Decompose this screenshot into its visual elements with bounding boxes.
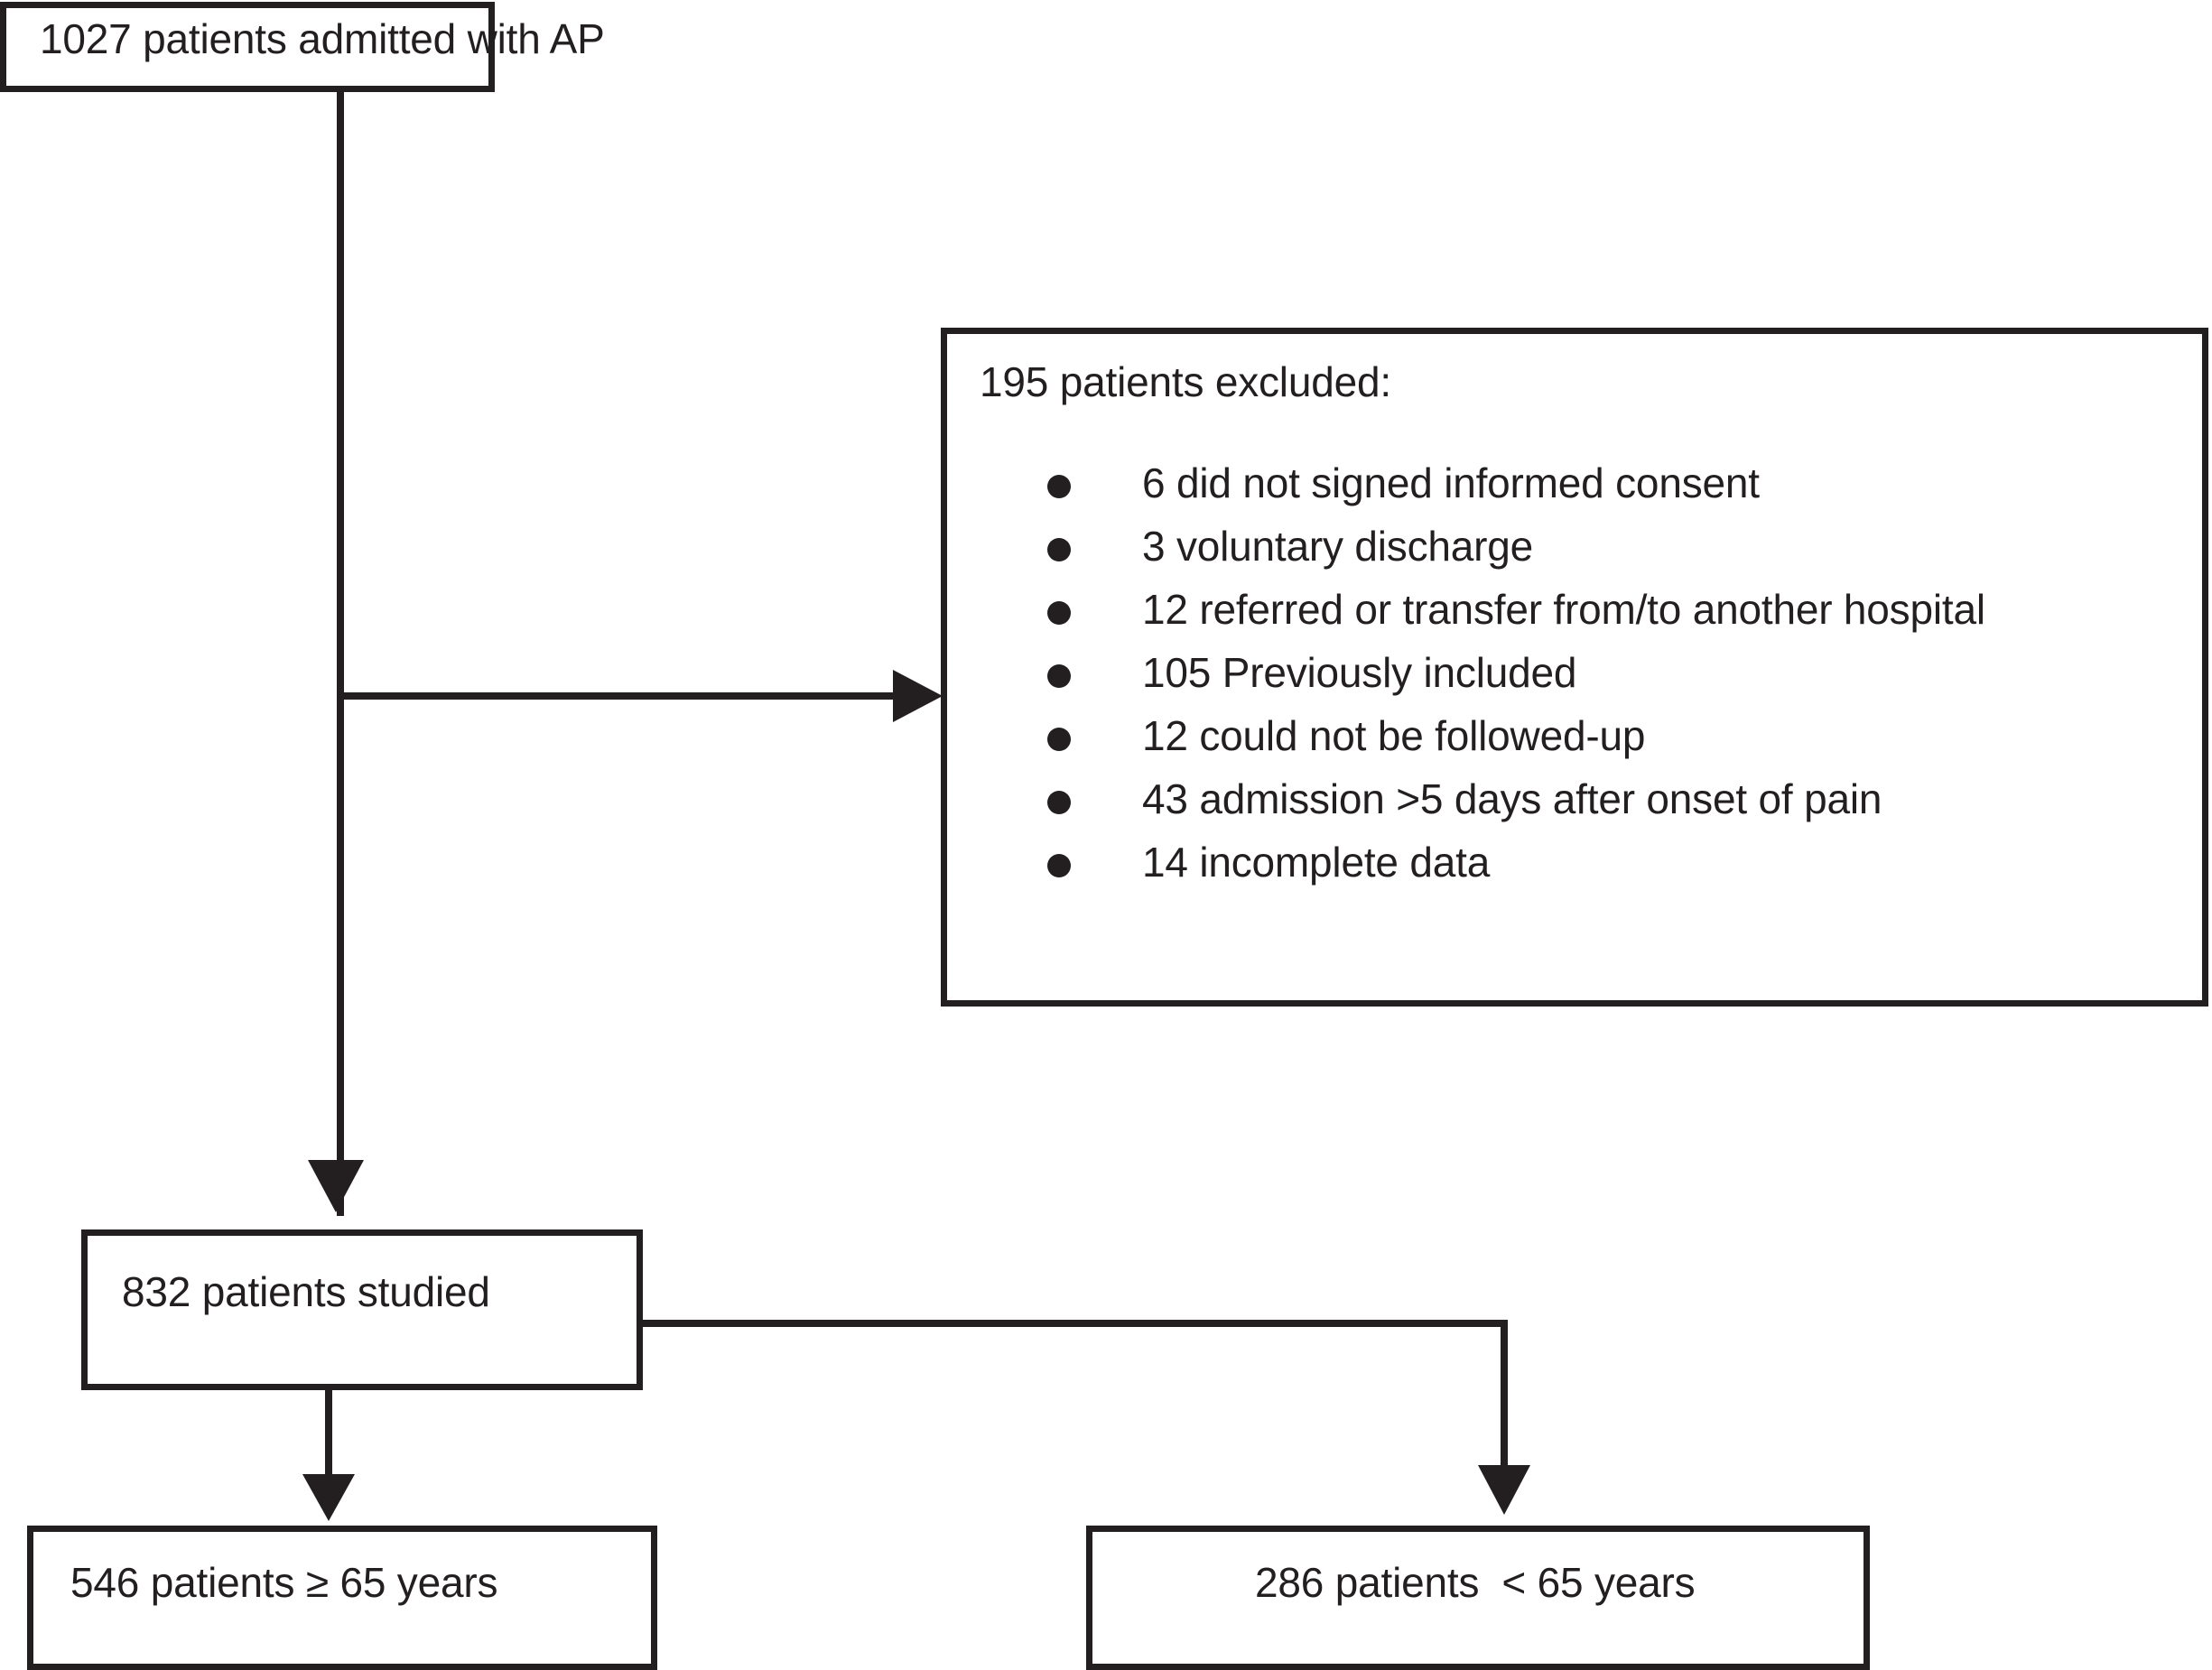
bullet-icon [1047, 854, 1071, 877]
bullet-icon [1047, 728, 1071, 751]
excluded-reason-text: 3 voluntary discharge [1142, 523, 1534, 570]
connector-to-ge65 [325, 1390, 332, 1480]
arrowhead-down-to-studied [308, 1160, 364, 1212]
bullet-icon [1047, 475, 1071, 498]
node-studied-box [81, 1229, 643, 1390]
node-lt65-label: 286 patients < 65 years [1255, 1559, 1696, 1606]
list-item: 43 admission >5 days after onset of pain [1047, 778, 2194, 841]
arrowhead-right-to-excluded [893, 670, 943, 722]
node-admitted-box [0, 2, 495, 92]
list-item: 12 referred or transfer from/to another … [1047, 589, 2194, 652]
node-excluded-title: 195 patients excluded: [980, 358, 1391, 405]
list-item: 105 Previously included [1047, 652, 2194, 715]
bullet-icon [1047, 601, 1071, 625]
connector-main-vertical [337, 92, 344, 1216]
connector-to-lt65-vertical [1501, 1320, 1508, 1469]
excluded-reason-text: 6 did not signed informed consent [1142, 459, 1760, 506]
node-studied-label: 832 patients studied [122, 1268, 490, 1315]
excluded-reason-text: 12 referred or transfer from/to another … [1142, 586, 1985, 633]
list-item: 6 did not signed informed consent [1047, 462, 2194, 525]
list-item: 3 voluntary discharge [1047, 525, 2194, 589]
excluded-reason-text: 12 could not be followed-up [1142, 712, 1646, 759]
list-item: 14 incomplete data [1047, 841, 2194, 905]
arrowhead-down-to-ge65 [302, 1474, 355, 1521]
connector-to-lt65-horizontal [643, 1320, 1508, 1327]
list-item: 12 could not be followed-up [1047, 715, 2194, 778]
connector-to-excluded [340, 692, 900, 700]
node-admitted-label: 1027 patients admitted with AP [40, 15, 605, 62]
bullet-icon [1047, 664, 1071, 688]
node-ge65-label: 546 patients ≥ 65 years [70, 1559, 498, 1606]
arrowhead-down-to-lt65 [1478, 1465, 1530, 1515]
node-excluded-box [941, 328, 2208, 1007]
excluded-reason-text: 105 Previously included [1142, 649, 1577, 696]
bullet-icon [1047, 538, 1071, 561]
excluded-reason-list: 6 did not signed informed consent 3 volu… [1047, 462, 2194, 905]
bullet-icon [1047, 791, 1071, 814]
node-ge65-box [27, 1526, 657, 1670]
excluded-reason-text: 14 incomplete data [1142, 839, 1491, 886]
excluded-reason-text: 43 admission >5 days after onset of pain [1142, 775, 1882, 822]
node-lt65-box [1086, 1526, 1870, 1670]
